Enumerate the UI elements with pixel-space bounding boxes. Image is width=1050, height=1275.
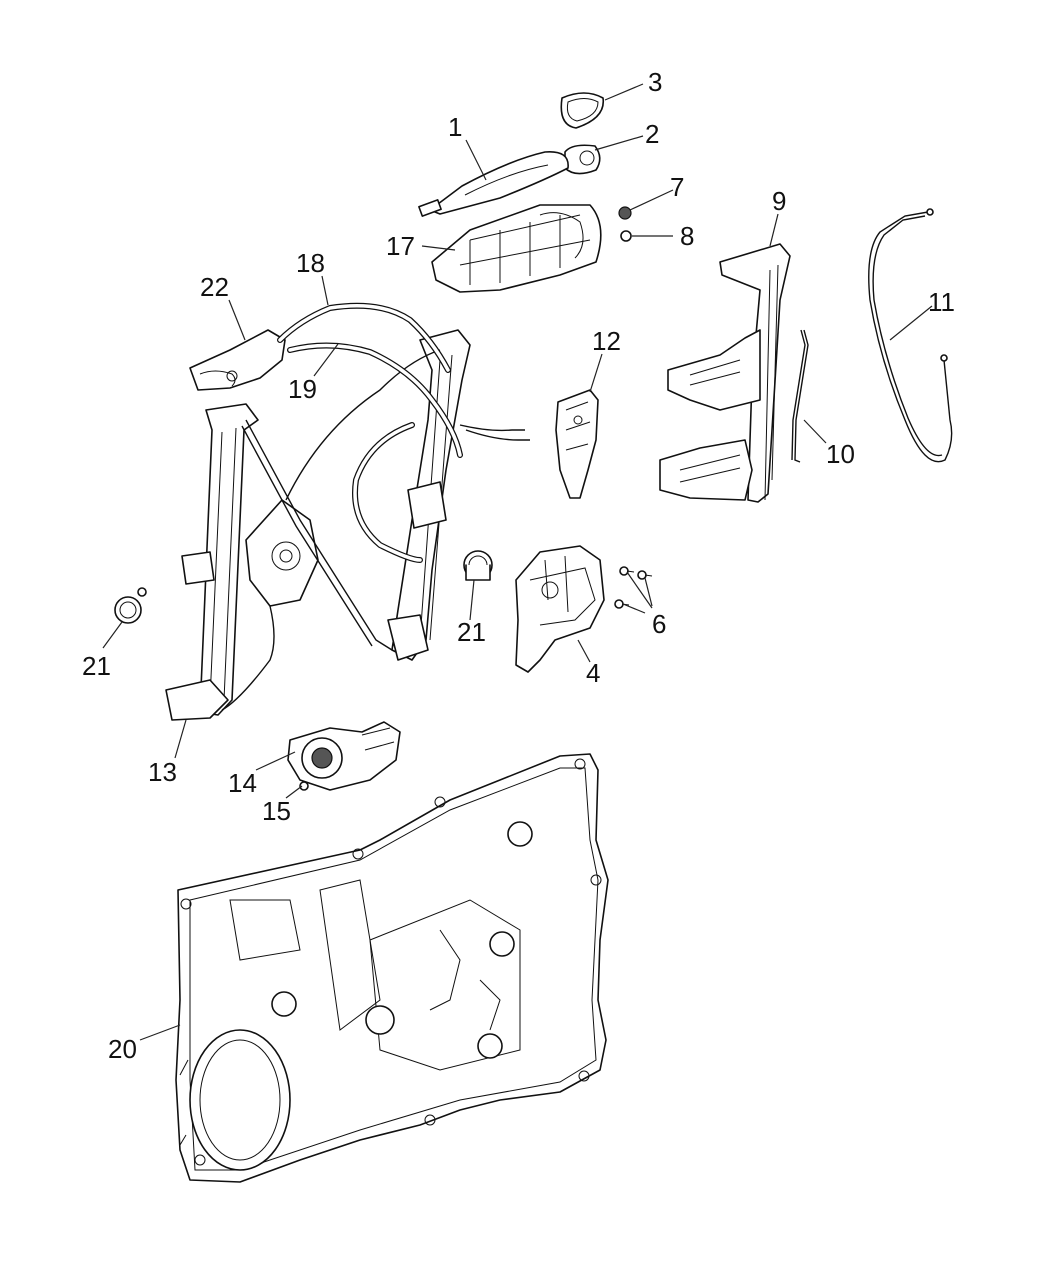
leader-lines [102,83,933,1041]
part-1-outside-handle [418,151,569,217]
callout-20: 20 [108,1034,137,1064]
callout-4: 4 [586,658,600,688]
part-14-regulator-motor [287,721,401,791]
part-15-fastener [299,781,309,791]
part-22-attachment [189,329,286,391]
part-9-carrier [659,243,791,503]
callout-14: 14 [228,768,257,798]
part-2-end-cap [564,144,601,175]
callout-10: 10 [826,439,855,469]
callout-17: 17 [386,231,415,261]
callout-22: 22 [200,272,229,302]
callout-6: 6 [652,609,666,639]
callout-8: 8 [680,221,694,251]
part-7-nut [618,206,632,220]
callout-11: 11 [928,287,955,317]
part-19-harness [287,342,530,563]
part-6-screws [614,566,653,609]
part-3-gasket [560,92,605,129]
callout-7: 7 [670,172,684,202]
callout-13: 13 [148,757,177,787]
callout-21-left: 21 [82,651,111,681]
part-4-latch [515,545,605,673]
part-13-window-regulator [165,329,471,721]
part-17-handle-bracket [431,204,602,293]
part-20-carrier-panel [175,753,609,1183]
callout-19: 19 [288,374,317,404]
callout-numbers: 1 2 3 7 8 17 9 18 22 11 12 19 10 21 6 21… [82,67,955,1064]
callout-15: 15 [262,796,291,826]
callout-18: 18 [296,248,325,278]
part-18-harness [277,302,451,373]
callout-3: 3 [648,67,662,97]
callout-1: 1 [448,112,462,142]
callout-9: 9 [772,186,786,216]
callout-21-right: 21 [457,617,486,647]
part-21-grommet-left [114,587,147,624]
part-21-grommet-right [463,550,493,581]
callout-2: 2 [645,119,659,149]
part-12-latch-shield [555,389,599,499]
part-11-release-cable [868,208,953,463]
part-10-rod [791,329,809,463]
callout-12: 12 [592,326,621,356]
part-8-washer [620,230,632,242]
